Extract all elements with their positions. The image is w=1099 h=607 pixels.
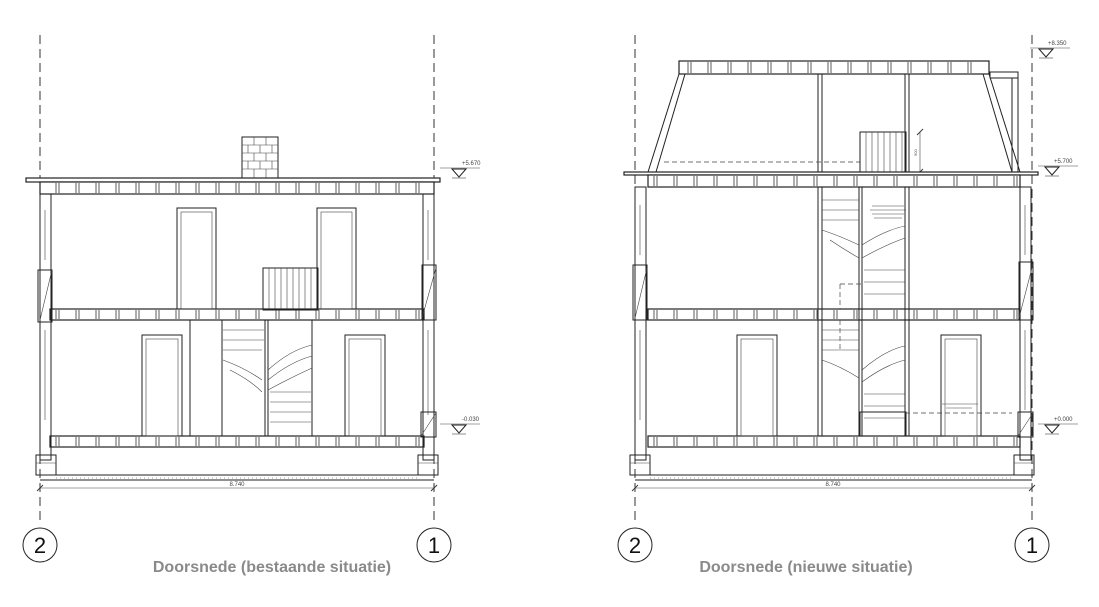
door-lower-right [344,334,386,437]
annotation-marks [870,205,978,409]
level-ridge-label: +8.350 [1048,41,1067,47]
door-upper-left [176,207,217,310]
joist-marks [55,62,1018,446]
svg-text:1: 1 [428,533,440,558]
foundation [40,474,434,481]
dimension-width: 8.740 [36,482,438,492]
roof-slab [25,177,441,195]
ground-floor-slab [49,435,425,448]
section-existing: 8.740 +5.670 -0.030 2 1 Doorsnede (besta… [22,35,481,576]
axis-bubble-1: 1 [416,527,452,563]
level-top-label: +5.700 [1054,159,1073,165]
svg-text:1: 1 [1026,533,1038,558]
wall-right [1013,186,1035,476]
caption-existing: Doorsnede (bestaande situatie) [153,559,391,576]
mansard-roof [647,60,1021,173]
door-lower-left [736,334,778,437]
door-upper-right [316,207,357,310]
wall-left [629,186,651,476]
staircase [189,267,319,436]
level-top-label: +5.670 [462,161,481,167]
level-marker-ridge: +8.350 [1030,41,1070,59]
dimension-width-label: 8.740 [229,482,245,488]
level-marker-ground: -0.030 [440,417,480,435]
foundation [635,474,1032,481]
caption-new: Doorsnede (nieuwe situatie) [699,559,912,576]
dimension-width-label: 8.740 [825,482,841,488]
stair-enclosure [817,187,1012,437]
level-marker-top: +5.700 [1038,159,1078,177]
level-marker-top: +5.670 [440,161,481,179]
axis-bubble-2: 2 [22,527,58,563]
door-lower-right [940,334,982,437]
level-ground-label: -0.030 [462,417,480,423]
wall-left [35,193,57,476]
svg-text:2: 2 [629,533,641,558]
wall-right [417,193,439,476]
level-marker-ground: +0.000 [1038,417,1078,435]
chimney [241,136,279,181]
dimension-900-label: 900 [913,149,918,156]
axis-bubble-1: 1 [1014,527,1050,563]
first-floor-slab [49,308,425,321]
stair-railing-top [859,131,907,173]
dimension-width: 8.740 [631,482,1036,492]
svg-text:2: 2 [34,533,46,558]
level-ground-label: +0.000 [1054,417,1073,423]
dimension-900: 900 [913,128,924,176]
section-new: 900 [617,35,1078,576]
door-lower-left [141,334,183,437]
axis-bubble-2: 2 [617,527,653,563]
